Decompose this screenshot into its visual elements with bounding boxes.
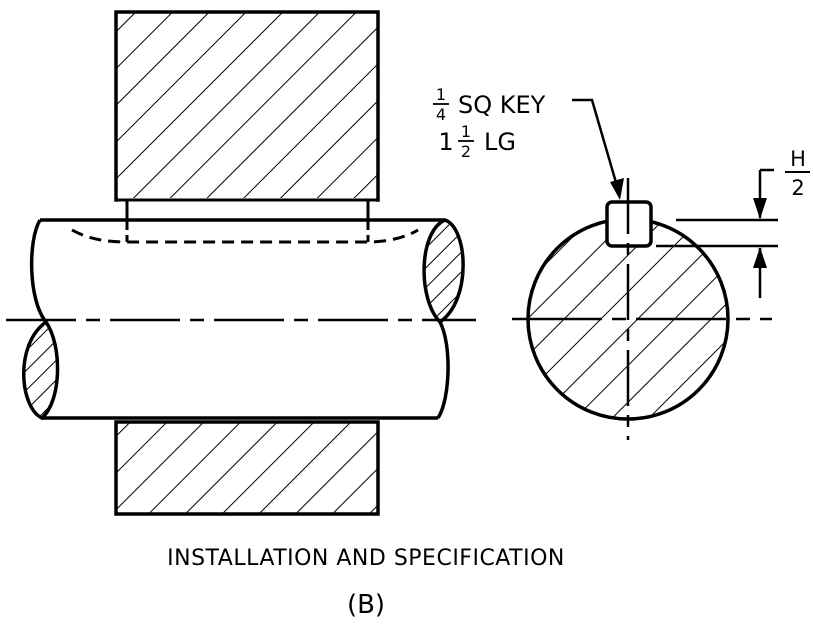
hub-upper-section [114,10,380,202]
hub-section-view [114,10,380,516]
figure-label: (B) [347,590,385,620]
dimension-arrow-up [753,247,767,268]
key-leader-arrowhead [610,178,624,200]
key-length-whole: 1 [438,128,453,156]
key-callout: 1 4 SQ KEY 1 1 2 LG [433,85,624,200]
dimension-numerator: H [790,147,806,171]
key-leader-line [572,98,619,187]
key-size-label: SQ KEY [458,91,546,119]
shaft-side-view [6,218,476,421]
key-size-numerator: 1 [436,85,446,104]
hidden-keyseat-line [71,228,419,244]
key-length-numerator: 1 [461,122,471,141]
dimension-arrow-down [753,198,767,219]
shaft-body [42,222,448,408]
key-length-label: LG [484,128,516,156]
key-height-dimension: H 2 [656,147,810,298]
key-length-denominator: 2 [461,142,471,161]
key-size-denominator: 4 [436,105,446,124]
shaft-cross-section [512,178,772,440]
dimension-denominator: 2 [791,176,804,200]
shaft-break-left [22,319,60,421]
figure-caption: INSTALLATION AND SPECIFICATION [167,546,565,571]
keyway-slot [118,198,376,222]
shaft-break-right [422,218,465,325]
hub-lower-section [114,420,380,516]
